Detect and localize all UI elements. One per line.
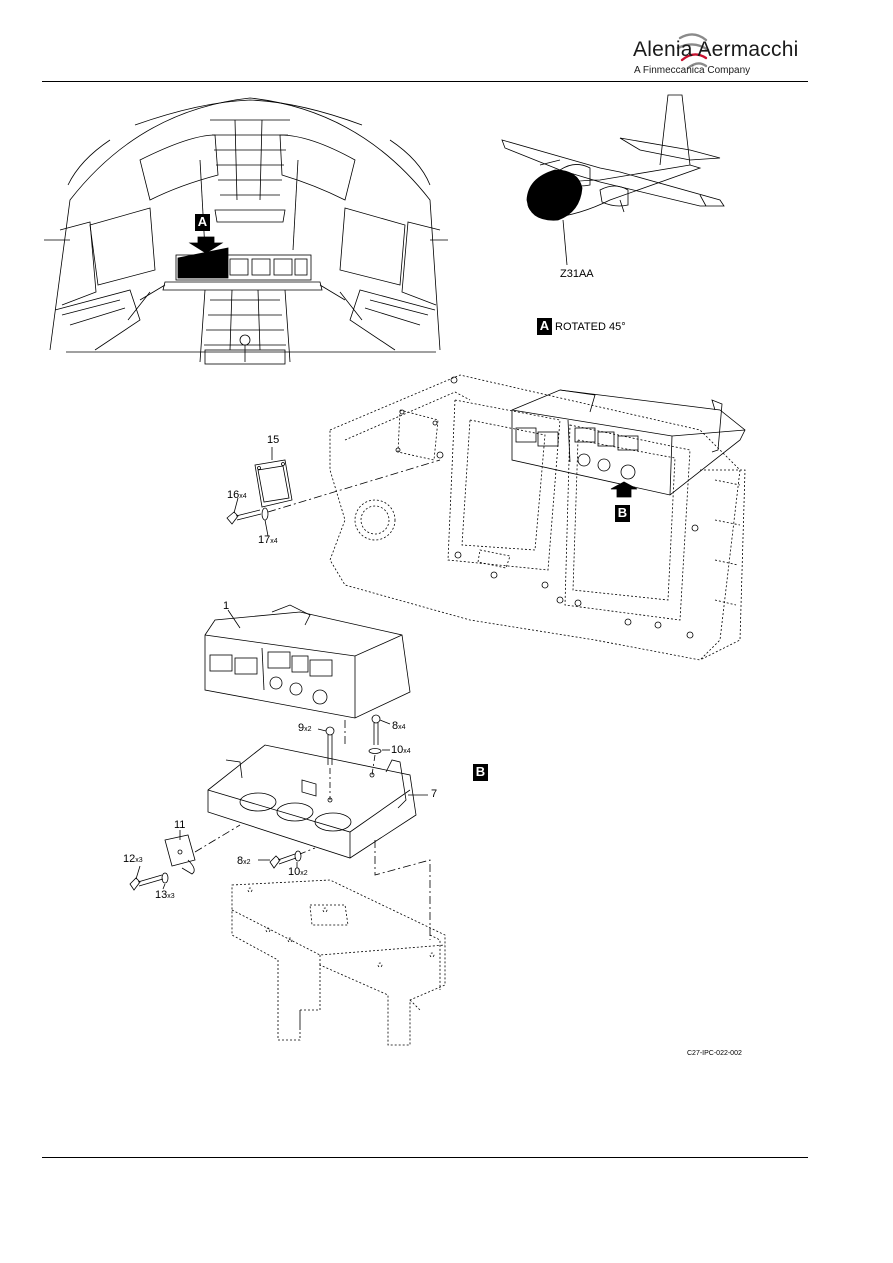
item-8-install-line-upper: [371, 754, 376, 776]
callout-item-17: 17x4: [258, 534, 278, 546]
callout-item-1: 1: [223, 600, 230, 612]
item-10-washer-lower: [294, 850, 302, 862]
callout-item-8-upper: 8x4: [392, 720, 406, 732]
item-8-screw-upper: [371, 714, 381, 745]
item-13-washer: [161, 872, 169, 884]
item-15-cover: [254, 459, 293, 508]
figure-reference: C27-IPC-022-002: [687, 1050, 742, 1057]
item-1-control-unit: [204, 604, 411, 719]
cockpit-view: [44, 97, 448, 365]
item-11-install-line: [194, 824, 241, 853]
item-11-bracket: [164, 834, 196, 875]
callout-item-8-lower: 8x2: [237, 855, 251, 867]
callout-item-10-lower: 10x2: [288, 866, 308, 878]
item-8-screw-lower: [269, 853, 297, 869]
item-16-screw: [226, 509, 262, 525]
callout-item-7: 7: [431, 788, 438, 800]
item-7-mounting-tray: [207, 744, 417, 859]
view-b-marker: B: [473, 764, 488, 781]
footer-rule: [42, 1157, 808, 1158]
callout-item-11: 11: [174, 819, 186, 831]
aircraft-locator: [501, 94, 725, 219]
item-16-leader: [233, 497, 239, 514]
company-name: Alenia Aermacchi: [633, 38, 799, 61]
callout-item-10-upper: 10x4: [391, 744, 411, 756]
view-b-marker-panel: B: [615, 505, 630, 522]
view-a-marker-cockpit: A: [195, 214, 210, 231]
company-tagline: A Finmeccanica Company: [634, 65, 751, 76]
item-17-washer: [261, 507, 269, 521]
callout-item-15: 15: [267, 434, 280, 446]
item-13-leader: [162, 883, 166, 890]
cockpit-zone-highlight: [526, 169, 583, 221]
item-12-screw: [129, 874, 164, 891]
item-8-install-line-lower: [299, 847, 316, 855]
zone-leader-line: [562, 219, 568, 266]
item-17-leader: [264, 519, 269, 537]
tray-install-line: [374, 840, 431, 940]
callout-item-9: 9x2: [298, 722, 312, 734]
item-15-install-line: [267, 459, 441, 513]
view-a-panel: [329, 374, 746, 661]
item-1-leader: [227, 609, 241, 629]
support-structure: [231, 879, 446, 1046]
item-10-washer-upper: [368, 748, 382, 754]
unit-location-silhouette: [177, 247, 229, 279]
view-a-caption: ROTATED 45°: [555, 321, 626, 333]
company-logo-icon: [676, 33, 710, 70]
item-8-leader-upper: [379, 719, 391, 725]
view-b-arrow: [610, 481, 638, 498]
callout-item-16: 16x4: [227, 489, 247, 501]
view-a-arrow: [188, 236, 224, 254]
installed-control-unit: [511, 389, 746, 496]
view-a-marker: A: [537, 318, 552, 335]
zone-label: Z31AA: [560, 268, 594, 280]
callout-item-13: 13x3: [155, 889, 175, 901]
callout-item-12: 12x3: [123, 853, 143, 865]
item-12-leader: [135, 865, 141, 880]
panel-fasteners: [395, 376, 699, 639]
item-9-leader: [317, 728, 327, 732]
header-rule: [42, 81, 808, 82]
